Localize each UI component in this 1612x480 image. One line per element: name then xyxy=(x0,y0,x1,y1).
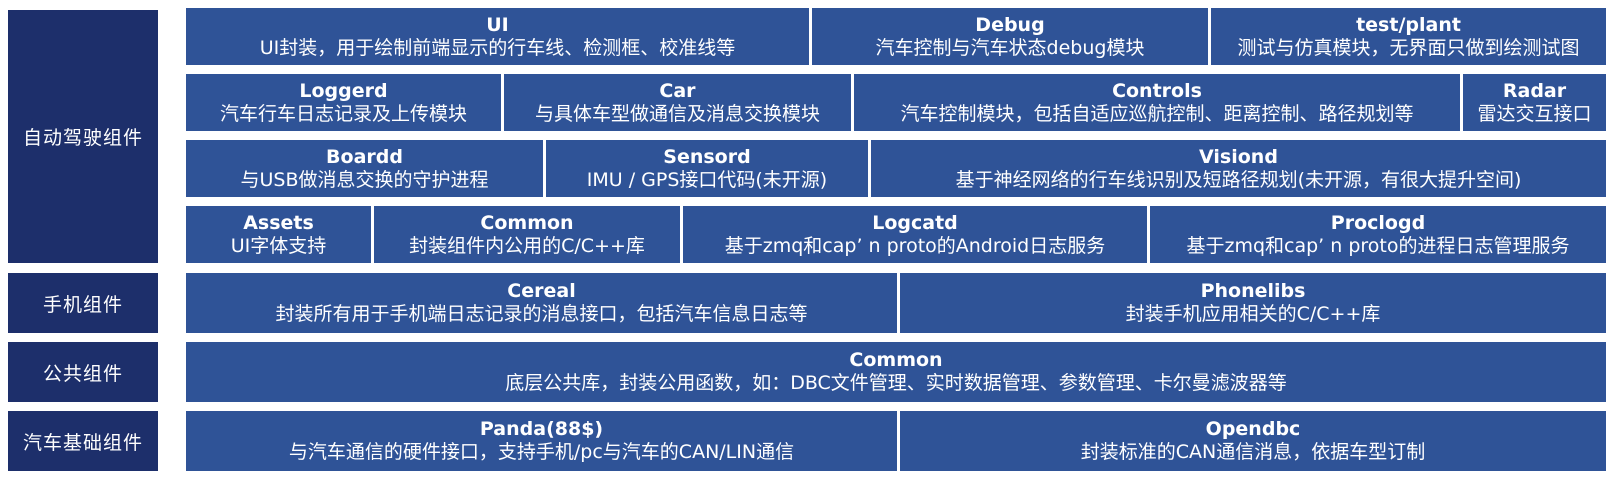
component-desc: 与USB做消息交换的守护进程 xyxy=(240,168,489,191)
component-desc: UI字体支持 xyxy=(230,234,327,257)
component-row-loggerd: Loggerd 汽车行车日志记录及上传模块 Car 与具体车型做通信及消息交换模… xyxy=(186,74,1606,131)
component-name: Common xyxy=(849,349,943,372)
component-name: Controls xyxy=(1112,79,1202,102)
component-row-assets: Assets UI字体支持 Common 封装组件内公用的C/C++库 Logc… xyxy=(186,206,1606,263)
component-sensord: Sensord IMU / GPS接口代码(未开源) xyxy=(546,140,868,197)
component-desc: 汽车行车日志记录及上传模块 xyxy=(219,102,467,125)
component-name: Opendbc xyxy=(1205,418,1301,441)
component-desc: 封装手机应用相关的C/C++库 xyxy=(1125,303,1381,325)
component-car: Car 与具体车型做通信及消息交换模块 xyxy=(504,74,851,131)
component-name: Car xyxy=(659,79,696,102)
component-proclogd: Proclogd 基于zmq和cap’ n proto的进程日志管理服务 xyxy=(1150,206,1606,263)
component-boardd: Boardd 与USB做消息交换的守护进程 xyxy=(186,140,543,197)
component-row-vehicle: Panda(88$) 与汽车通信的硬件接口，支持手机/pc与汽车的CAN/LIN… xyxy=(186,411,1606,471)
component-desc: 测试与仿真模块，无界面只做到绘测试图 xyxy=(1237,36,1580,59)
component-opendbc: Opendbc 封装标准的CAN通信消息，依据车型订制 xyxy=(900,411,1606,471)
component-desc: 封装所有用于手机端日志记录的消息接口，包括汽车信息日志等 xyxy=(275,303,808,325)
component-desc: 封装标准的CAN通信消息，依据车型订制 xyxy=(1080,441,1426,463)
component-debug: Debug 汽车控制与汽车状态debug模块 xyxy=(812,8,1208,65)
component-controls: Controls 汽车控制模块，包括自适应巡航控制、距离控制、路径规划等 xyxy=(854,74,1460,131)
component-test-plant: test/plant 测试与仿真模块，无界面只做到绘测试图 xyxy=(1211,8,1606,65)
component-visiond: Visiond 基于神经网络的行车线识别及短路径规划(未开源，有很大提升空间) xyxy=(871,140,1606,197)
category-common: 公共组件 xyxy=(8,342,158,402)
component-desc: UI封装，用于绘制前端显示的行车线、检测框、校准线等 xyxy=(259,36,736,59)
component-name: Logcatd xyxy=(872,211,958,234)
component-row-common: Common 底层公共库，封装公用函数，如：DBC文件管理、实时数据管理、参数管… xyxy=(186,342,1606,402)
component-ui: UI UI封装，用于绘制前端显示的行车线、检测框、校准线等 xyxy=(186,8,809,65)
component-common-lib: Common 封装组件内公用的C/C++库 xyxy=(374,206,680,263)
component-cereal: Cereal 封装所有用于手机端日志记录的消息接口，包括汽车信息日志等 xyxy=(186,273,897,333)
component-name: Loggerd xyxy=(299,79,388,102)
component-desc: 与汽车通信的硬件接口，支持手机/pc与汽车的CAN/LIN通信 xyxy=(288,441,795,463)
component-name: Cereal xyxy=(507,280,576,303)
component-desc: 汽车控制模块，包括自适应巡航控制、距离控制、路径规划等 xyxy=(900,102,1414,125)
category-autonomous-driving: 自动驾驶组件 xyxy=(8,10,158,263)
component-name: Visiond xyxy=(1199,145,1278,168)
component-name: Common xyxy=(480,211,574,234)
component-desc: 汽车控制与汽车状态debug模块 xyxy=(875,36,1145,59)
component-logcatd: Logcatd 基于zmq和cap’ n proto的Android日志服务 xyxy=(683,206,1147,263)
component-name: UI xyxy=(486,13,509,36)
component-panda: Panda(88$) 与汽车通信的硬件接口，支持手机/pc与汽车的CAN/LIN… xyxy=(186,411,897,471)
component-name: Debug xyxy=(975,13,1045,36)
component-name: Phonelibs xyxy=(1200,280,1306,303)
component-name: Sensord xyxy=(663,145,751,168)
component-row-phone: Cereal 封装所有用于手机端日志记录的消息接口，包括汽车信息日志等 Phon… xyxy=(186,273,1606,333)
component-row-boardd: Boardd 与USB做消息交换的守护进程 Sensord IMU / GPS接… xyxy=(186,140,1606,197)
component-desc: 与具体车型做通信及消息交换模块 xyxy=(534,102,820,125)
component-desc: 雷达交互接口 xyxy=(1477,102,1592,125)
component-desc: 基于神经网络的行车线识别及短路径规划(未开源，有很大提升空间) xyxy=(955,168,1522,191)
component-common: Common 底层公共库，封装公用函数，如：DBC文件管理、实时数据管理、参数管… xyxy=(186,342,1606,402)
component-name: Boardd xyxy=(326,145,403,168)
component-loggerd: Loggerd 汽车行车日志记录及上传模块 xyxy=(186,74,501,131)
component-radar: Radar 雷达交互接口 xyxy=(1463,74,1606,131)
component-assets: Assets UI字体支持 xyxy=(186,206,371,263)
component-desc: 封装组件内公用的C/C++库 xyxy=(409,234,645,257)
component-name: Proclogd xyxy=(1330,211,1426,234)
component-row-ui: UI UI封装，用于绘制前端显示的行车线、检测框、校准线等 Debug 汽车控制… xyxy=(186,8,1606,65)
component-desc: 基于zmq和cap’ n proto的进程日志管理服务 xyxy=(1186,234,1570,257)
component-phonelibs: Phonelibs 封装手机应用相关的C/C++库 xyxy=(900,273,1606,333)
category-vehicle-base: 汽车基础组件 xyxy=(8,411,158,471)
component-name: test/plant xyxy=(1356,13,1461,36)
component-desc: 基于zmq和cap’ n proto的Android日志服务 xyxy=(724,234,1106,257)
component-name: Radar xyxy=(1502,79,1567,102)
component-name: Assets xyxy=(243,211,314,234)
component-desc: IMU / GPS接口代码(未开源) xyxy=(586,168,828,191)
component-desc: 底层公共库，封装公用函数，如：DBC文件管理、实时数据管理、参数管理、卡尔曼滤波… xyxy=(505,372,1287,394)
category-phone: 手机组件 xyxy=(8,273,158,333)
component-name: Panda(88$) xyxy=(479,418,604,441)
